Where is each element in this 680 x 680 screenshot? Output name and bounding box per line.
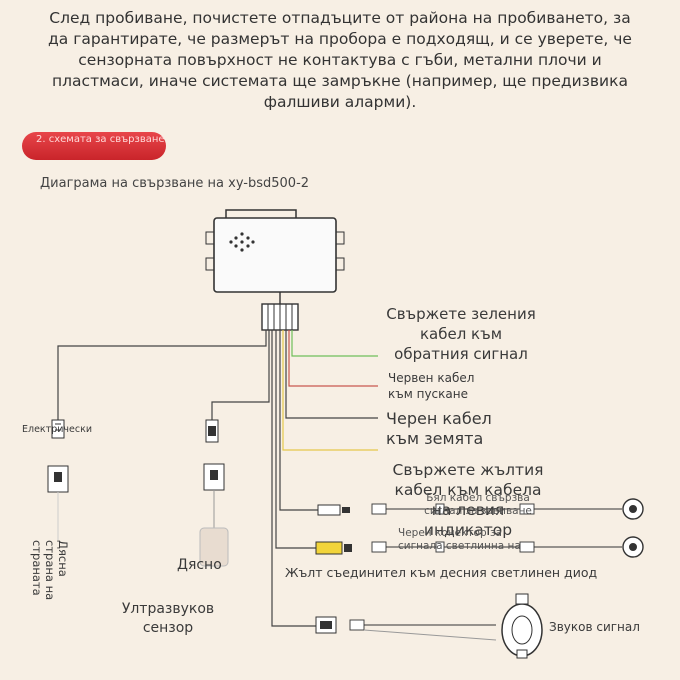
buzzer-wire bbox=[271, 330, 316, 627]
label-right-side: Дясна страна на страната bbox=[30, 540, 70, 601]
label-green-wire: Свържете зеления кабел към обратния сигн… bbox=[386, 305, 536, 363]
label-ultrasonic-sensor: Ултразвуков сензор bbox=[121, 601, 215, 636]
turn-signal-harness-left bbox=[317, 498, 644, 520]
sensor-left-wire bbox=[57, 330, 267, 420]
right-connector bbox=[205, 419, 219, 443]
ultrasonic-sensor-icon bbox=[199, 527, 229, 567]
speaker-grille-icon bbox=[229, 232, 255, 252]
sensor-right-wire bbox=[211, 330, 270, 420]
label-black-wire: Черен кабел към земята bbox=[386, 409, 492, 448]
label-electric: Електрически bbox=[22, 424, 92, 435]
buzzer-icon bbox=[501, 593, 543, 659]
intro-text: След пробиване, почистете отпадъците от … bbox=[48, 9, 632, 111]
label-buzzer: Звуков сигнал bbox=[549, 620, 640, 634]
label-yellow-connector: Жълт съединител към десния светлинен дио… bbox=[285, 565, 598, 580]
label-yellow-wire: Свържете жълтия кабел към кабела на леви… bbox=[392, 461, 544, 539]
label-red-wire: Червен кабел към пускане bbox=[388, 371, 475, 401]
section-badge: 2. схемата за свързване bbox=[22, 132, 166, 160]
buzzer-harness bbox=[315, 616, 497, 641]
control-unit bbox=[205, 209, 345, 331]
red-connector-wire bbox=[275, 330, 316, 549]
right-sensor-plug bbox=[203, 463, 225, 530]
red-wire bbox=[288, 330, 378, 387]
yellow-wire bbox=[282, 330, 378, 451]
turn-signal-harness-right bbox=[315, 536, 644, 558]
diagram-subtitle: Диаграма на свързване на xy-bsd500-2 bbox=[40, 176, 310, 191]
label-right: Дясно bbox=[177, 557, 222, 573]
black-wire bbox=[285, 330, 378, 419]
label-red-connector: Черен конектор за сигнала светлинна на bbox=[398, 527, 521, 552]
left-sensor-plug bbox=[47, 465, 69, 540]
electric-connector bbox=[51, 419, 65, 439]
label-white-wire: Бял кабел свързва сигнал за завиване bbox=[424, 492, 532, 517]
white-wire bbox=[279, 330, 318, 511]
green-wire bbox=[291, 330, 378, 357]
